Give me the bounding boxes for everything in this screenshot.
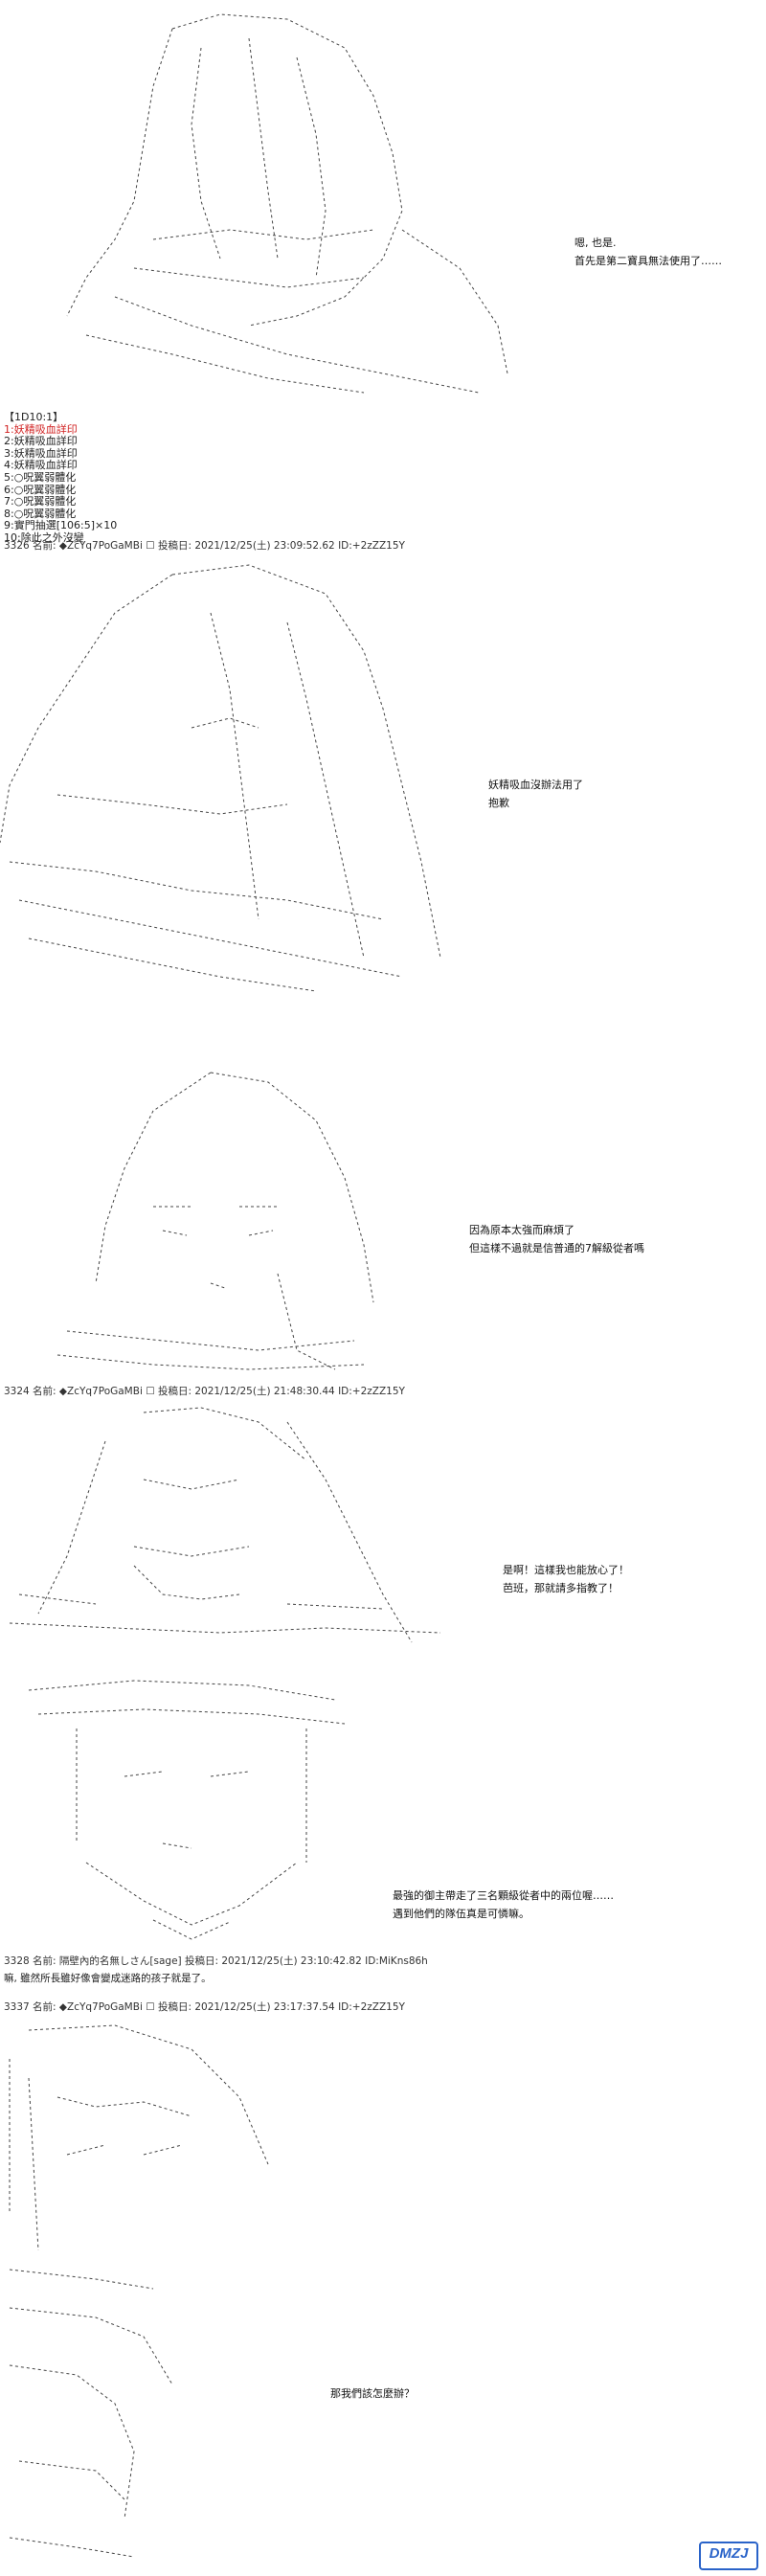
ascii-art-panel-1: [57, 10, 517, 402]
roll-item: 7:○呪翼弱體化: [4, 495, 77, 508]
dialog-panel-5: 最強的御主帶走了三名顆級從者中的兩位喔…… 遇到他們的隊伍真是可憐嘛。: [393, 1887, 614, 1923]
post-header: 3337 名前: ◆ZcYq7PoGaMBi ☐ 投稿日: 2021/12/25…: [4, 2001, 405, 2013]
ascii-art-figure: [9, 1407, 441, 1643]
dialog-line: 抱歉: [488, 797, 509, 809]
post-header: 3326 名前: ◆ZcYq7PoGaMBi ☐ 投稿日: 2021/12/25…: [4, 540, 405, 552]
dialog-panel-3: 因為原本太強而麻煩了 但這樣不過就是信普通的7解級從者嗎: [469, 1221, 644, 1257]
ascii-art-panel-4: [0, 1403, 450, 1652]
dialog-panel-1: 嗯, 也是. 首先是第二寶具無法使用了……: [574, 234, 722, 270]
dialog-line: 首先是第二寶具無法使用了……: [574, 255, 722, 267]
roll-item: 1:妖精吸血詳印: [4, 422, 78, 436]
ascii-art-panel-2: [0, 555, 450, 1006]
dialog-line: 那我們該怎麼辦？: [330, 2387, 415, 2400]
dialog-line: 是啊！這樣我也能放心了！: [503, 1564, 629, 1576]
ascii-art-panel-5: [19, 1671, 383, 1944]
ascii-art-figure: [66, 13, 508, 394]
post-header: 3328 名前: 隔壁內的名無しさん[sage] 投稿日: 2021/12/25…: [4, 1955, 428, 1967]
roll-item: 5:○呪翼弱體化: [4, 470, 77, 484]
dialog-panel-2: 妖精吸血沒辦法用了 抱歉: [488, 776, 583, 812]
dialog-panel-6: 那我們該怎麼辦？: [330, 2384, 415, 2403]
dice-roll-list: 【1D10:1】 1:妖精吸血詳印 2:妖精吸血詳印 3:妖精吸血詳印 4:妖精…: [4, 411, 118, 545]
roll-header: 【1D10:1】: [4, 411, 64, 423]
ascii-art-figure: [0, 564, 441, 992]
dialog-line: 妖精吸血沒辦法用了: [488, 779, 583, 791]
dialog-line: 遇到他們的隊伍真是可憐嘛。: [393, 1908, 529, 1920]
dialog-line: 最強的御主帶走了三名顆級從者中的兩位喔……: [393, 1889, 614, 1902]
ascii-art-figure: [28, 1680, 346, 1940]
ascii-art-panel-3: [48, 1063, 412, 1379]
dialog-line: 因為原本太強而麻煩了: [469, 1224, 574, 1236]
dialog-panel-4: 是啊！這樣我也能放心了！ 芭班，那就請多指教了！: [503, 1561, 629, 1597]
roll-item: 3:妖精吸血詳印: [4, 446, 78, 460]
ascii-art-figure: [9, 2024, 269, 2558]
roll-item: 6:○呪翼弱體化: [4, 483, 77, 496]
ascii-art-figure: [56, 1072, 374, 1370]
post-header: 3324 名前: ◆ZcYq7PoGaMBi ☐ 投稿日: 2021/12/25…: [4, 1386, 405, 1397]
site-watermark-logo: DMZJ: [699, 2542, 758, 2570]
roll-item: 9:實門抽選[106:5]×10: [4, 519, 118, 532]
roll-item: 4:妖精吸血詳印: [4, 459, 78, 472]
roll-item: 10:除此之外沒變: [4, 531, 84, 544]
post-body: 嘛, 雖然所長雖好像會變成迷路的孩子就是了。: [4, 1973, 212, 1984]
dialog-line: 芭班，那就請多指教了！: [503, 1582, 619, 1594]
dialog-line: 嗯, 也是.: [574, 237, 617, 249]
ascii-art-panel-6: [0, 2021, 297, 2576]
roll-item: 2:妖精吸血詳印: [4, 435, 78, 448]
roll-item: 8:○呪翼弱體化: [4, 507, 77, 520]
dialog-line: 但這樣不過就是信普通的7解級從者嗎: [469, 1242, 644, 1254]
